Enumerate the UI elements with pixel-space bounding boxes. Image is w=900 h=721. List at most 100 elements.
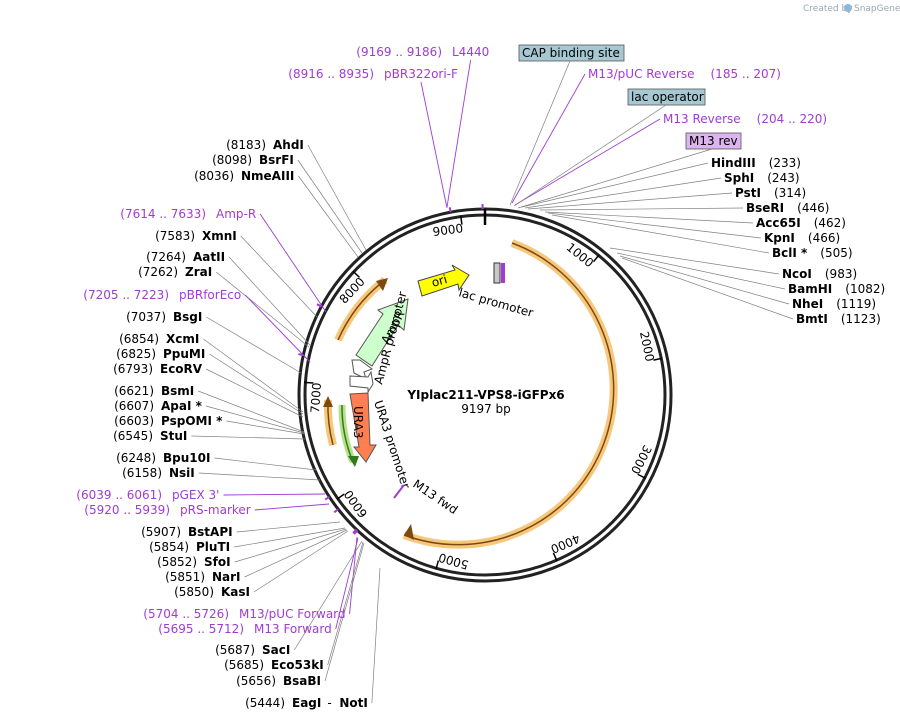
leader-line	[214, 457, 317, 471]
insert-arc-arrow-icon	[404, 524, 414, 540]
leader-line	[514, 118, 661, 206]
label-name: NcoI	[782, 267, 812, 281]
label-name: AhdI	[273, 138, 304, 152]
left-label-l4440: (9169 .. 9186) L4440	[356, 45, 489, 59]
leader-line	[420, 81, 448, 209]
leader-line	[616, 252, 786, 290]
leader-line	[327, 541, 364, 666]
m13-fwd-label: M13 fwd	[410, 477, 460, 517]
scale-tick	[459, 215, 463, 225]
label-position: (9169 .. 9186)	[356, 45, 442, 59]
left-label-eagi: (5444)EagI-NotI	[245, 696, 368, 710]
left-label-xmni: (7583)XmnI	[155, 229, 237, 243]
left-label-pbr322ori-f: (8916 .. 8935)pBR322ori-F	[288, 67, 458, 81]
label-position: (6039 .. 6061)	[76, 488, 162, 502]
scale-tick-label: 7000	[308, 382, 324, 413]
leader-line	[223, 493, 326, 496]
left-label-ppumi: (6825) PpuMI	[116, 347, 205, 361]
leader-line	[203, 338, 304, 413]
small-arc-top-arrow-icon	[376, 278, 388, 291]
label-name: BseRI	[746, 201, 784, 215]
label-position: (185 .. 207)	[711, 67, 781, 81]
left-label-prs-marker: (5920 .. 5939)pRS-marker	[84, 503, 250, 517]
label-position: (6825)	[116, 347, 156, 361]
label-position: (5920 .. 5939)	[84, 503, 170, 517]
primer-site-mark	[298, 353, 304, 357]
label-name: ZraI	[185, 265, 212, 279]
leader-line	[547, 212, 762, 239]
right-label-hindiii: HindIII(233)	[711, 156, 801, 170]
label-name: SfoI	[204, 555, 231, 569]
label-name: BamHI	[788, 282, 832, 296]
label-position: (7205 .. 7223)	[83, 288, 169, 302]
label-position: (5444)	[245, 696, 285, 710]
left-label-zrai: (7262)ZraI	[138, 265, 212, 279]
label-position: (5850)	[174, 585, 214, 599]
leader-line	[609, 247, 780, 275]
label-name: EagI	[292, 696, 321, 710]
m13-rev-box	[685, 132, 742, 150]
label-name: PpuMI	[163, 347, 205, 361]
lac-operator-box	[627, 88, 706, 106]
credit-text: Created by	[803, 4, 853, 14]
ura3-arrow	[349, 392, 377, 463]
label-name: M13 Reverse	[663, 112, 741, 126]
left-label-bsmi: (6621) BsmI	[114, 384, 194, 398]
plasmid-name: YIplac211-VPS8-iGFPx6	[406, 388, 564, 402]
label-position: (1082)	[845, 282, 885, 296]
label-position: (6793)	[113, 362, 153, 376]
scale-tick	[592, 254, 600, 263]
left-label-m13-forward: (5695 .. 5712)M13 Forward	[158, 622, 331, 636]
label-position: (1123)	[841, 312, 881, 326]
left-label-kasi: (5850) KasI	[174, 585, 250, 599]
boxed-labels: CAP binding site lac operator M13 rev	[518, 44, 742, 150]
scale-tick-label: 1000	[564, 240, 597, 270]
label-position: (8183)	[226, 138, 266, 152]
left-label-pbrforeco: (7205 .. 7223)pBRforEco	[83, 288, 241, 302]
label-name: BsmI	[161, 384, 194, 398]
label-name: BsaBI	[283, 674, 321, 688]
lac-operator-label: lac operator	[631, 90, 704, 104]
leader-line	[324, 542, 365, 682]
leader-line	[517, 148, 713, 209]
label-position: (6545)	[113, 429, 153, 443]
label-name: NarI	[212, 570, 241, 584]
label-name: SacI	[262, 643, 290, 657]
leader-line	[294, 540, 363, 651]
leader-line	[198, 472, 321, 481]
label-name: Amp-R	[216, 207, 256, 221]
ori-label: ori	[430, 272, 449, 290]
label-position: (5687)	[215, 643, 255, 657]
label-position: (7614 .. 7633)	[120, 207, 206, 221]
label-position: (8098)	[212, 153, 252, 167]
label-position: (6621)	[114, 384, 154, 398]
label-name: PluTI	[196, 540, 230, 554]
scale-tick-label: 3000	[628, 443, 654, 477]
right-label-nhei: NheI(1119)	[792, 297, 876, 311]
right-label-m13-puc-reverse: M13/pUC Reverse(185 .. 207)	[588, 67, 781, 81]
label-position: (6854)	[119, 332, 159, 346]
cap-binding-site-box	[518, 44, 625, 62]
left-label-bpu10i: (6248)Bpu10I	[116, 451, 210, 465]
leader-line	[524, 177, 722, 209]
label-position: (462)	[814, 216, 846, 230]
label-name: L4440	[452, 45, 489, 59]
primer-site-mark	[324, 495, 330, 501]
right-label-bseri: BseRI(446)	[746, 201, 829, 215]
leader-line	[240, 235, 319, 319]
label-position: (6603)	[114, 414, 154, 428]
leader-line	[298, 175, 359, 258]
label-name: BsrFI	[259, 153, 294, 167]
left-label-bstapi: (5907)BstAPI	[141, 525, 232, 539]
label-name: NheI	[792, 297, 823, 311]
left-label-aatii: (7264)AatII	[146, 250, 225, 264]
left-label-stui: (6545)StuI	[113, 429, 187, 443]
primer-site-mark	[333, 508, 339, 514]
ampr-promoter-arrow	[351, 359, 374, 380]
label-name: KpnI	[764, 231, 795, 245]
left-label-apai-: (6607)ApaI *	[114, 399, 203, 413]
right-label-bamhi: BamHI (1082)	[788, 282, 885, 296]
left-label-m13-puc-forward: (5704 .. 5726)M13/pUC Forward	[143, 607, 345, 621]
label-name: KasI	[221, 585, 250, 599]
